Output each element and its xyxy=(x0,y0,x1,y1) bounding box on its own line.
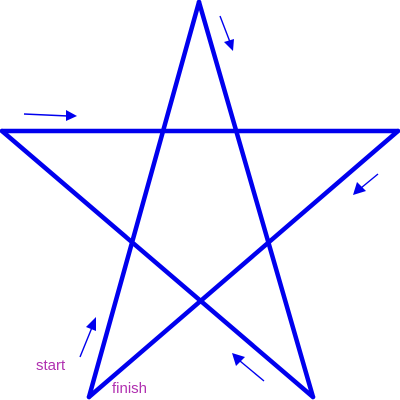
finish-label: finish xyxy=(112,380,147,397)
arrow-up-right-icon xyxy=(79,317,96,358)
arrow-right-icon xyxy=(23,110,77,121)
start-label: start xyxy=(36,357,66,374)
edge-top-to-bottom-right xyxy=(196,0,316,400)
edge-bottom-right-to-left xyxy=(0,128,316,400)
direction-arrows xyxy=(23,15,379,382)
edge-bottom-left-to-top xyxy=(86,0,202,400)
arrow-up-left-icon xyxy=(232,353,265,382)
arrow-down-left-icon xyxy=(353,173,379,195)
arrow-down-right-icon xyxy=(219,15,234,51)
edge-right-to-bottom-left xyxy=(86,128,400,400)
